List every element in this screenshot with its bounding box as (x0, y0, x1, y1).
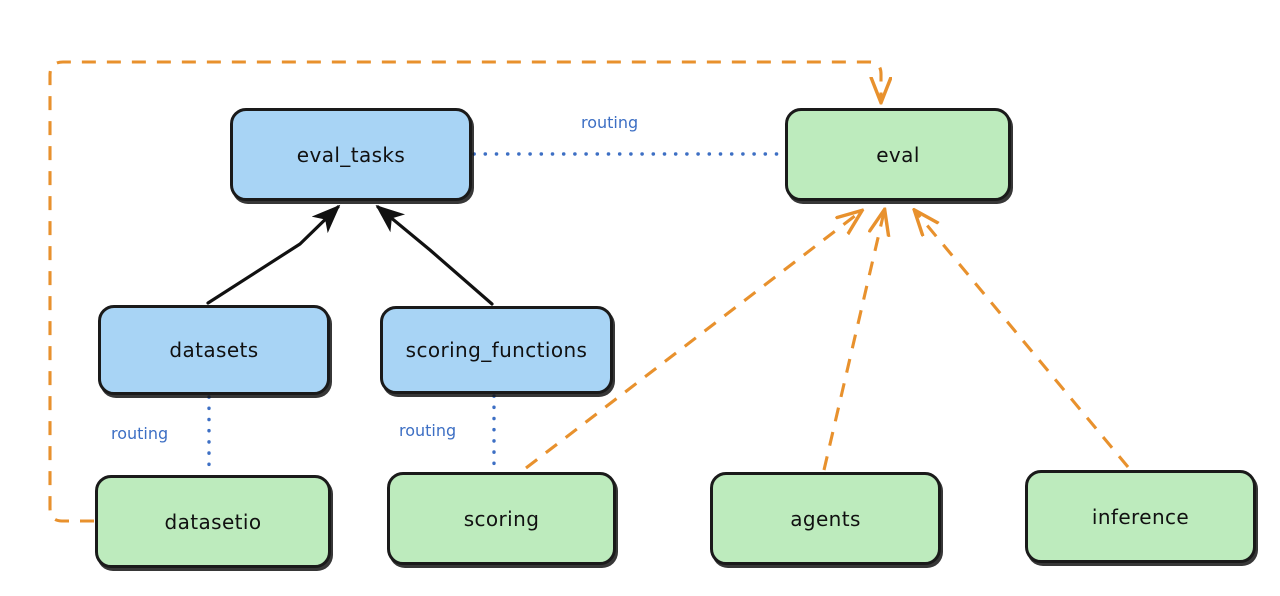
node-scoring-functions[interactable]: scoring_functions (380, 306, 613, 394)
edge-label-routing-scoring-functions-scoring: routing (396, 421, 460, 440)
node-label-inference: inference (1091, 504, 1190, 529)
node-label-scoring-functions: scoring_functions (405, 338, 588, 362)
edge-label-routing-datasets-datasetio: routing (108, 424, 172, 443)
edge-inference-eval (916, 212, 1130, 468)
node-agents[interactable]: agents (710, 472, 941, 565)
node-eval[interactable]: eval (785, 108, 1011, 201)
edge-label-routing-eval-tasks-eval: routing (578, 113, 642, 132)
node-label-agents: agents (790, 506, 861, 531)
node-eval-tasks[interactable]: eval_tasks (230, 108, 472, 201)
edge-scoring_functions-eval_tasks (375, 204, 494, 306)
node-label-eval-tasks: eval_tasks (296, 142, 406, 167)
edge-agents-eval (822, 212, 884, 471)
edge-scoring-eval (525, 212, 860, 470)
node-label-datasets: datasets (169, 338, 259, 362)
node-label-eval: eval (876, 142, 920, 167)
edge-datasets-eval_tasks (206, 204, 341, 305)
node-datasetio[interactable]: datasetio (95, 475, 331, 568)
node-label-datasetio: datasetio (164, 509, 262, 534)
node-scoring[interactable]: scoring (387, 472, 616, 565)
node-inference[interactable]: inference (1025, 470, 1256, 563)
node-label-scoring: scoring (463, 506, 540, 531)
node-datasets[interactable]: datasets (98, 305, 330, 395)
